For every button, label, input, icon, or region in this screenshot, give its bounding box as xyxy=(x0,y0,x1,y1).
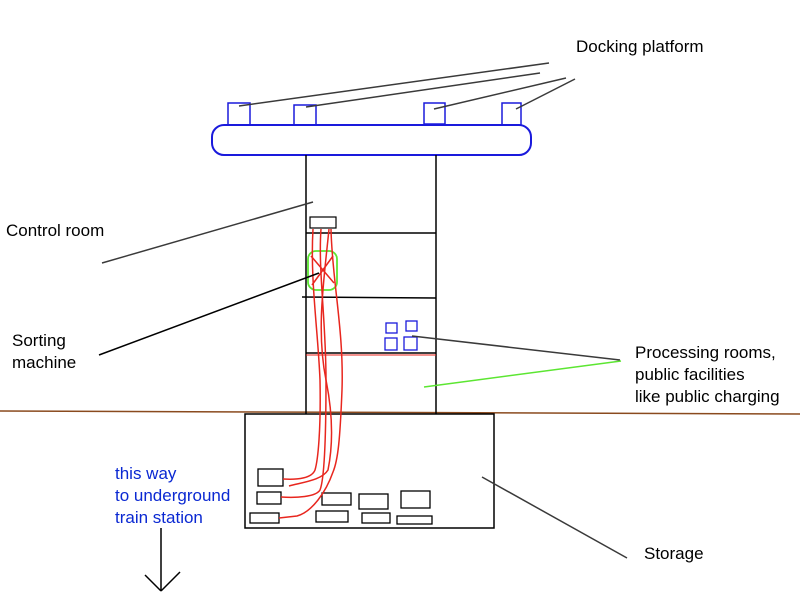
sorting-machine-cross-b xyxy=(311,255,334,286)
dock-port-2 xyxy=(293,104,317,126)
storage-bay-a1 xyxy=(257,468,284,487)
pointer-sorting-machine xyxy=(98,272,320,356)
label-sorting-machine-line-2: machine xyxy=(12,353,77,372)
label-processing-rooms: Processing rooms, public facilities like… xyxy=(635,342,780,408)
pointer-processing-boxes xyxy=(411,335,621,361)
pointer-dock-4 xyxy=(515,78,576,110)
label-sorting-machine-line-1: Sorting xyxy=(12,331,66,350)
processing-box-2 xyxy=(405,320,418,332)
conveyor-wires xyxy=(278,228,343,519)
processing-box-1 xyxy=(385,322,398,334)
wire-1 xyxy=(282,228,321,480)
label-control-room: Control room xyxy=(6,221,105,240)
wire-2 xyxy=(280,228,327,499)
storage-crate-3 xyxy=(400,490,431,509)
pointer-processing-area xyxy=(423,360,622,388)
storage-crate-4 xyxy=(315,510,349,523)
storage-crate-1 xyxy=(321,492,352,506)
processing-box-3 xyxy=(384,337,398,351)
pointer-dock-3 xyxy=(433,77,567,110)
label-docking-platform: Docking platform xyxy=(576,37,704,56)
wire-3 xyxy=(288,228,333,487)
pointer-control-room xyxy=(101,201,314,264)
label-train-station-line-3: train station xyxy=(115,508,203,527)
pointer-dock-1 xyxy=(238,62,550,107)
floor-sorting xyxy=(301,296,437,299)
dock-port-1 xyxy=(227,102,251,126)
dock-port-4 xyxy=(501,102,522,126)
storage-bay-a3 xyxy=(249,512,280,524)
label-processing-rooms-line-2: public facilities xyxy=(635,365,745,384)
down-arrow-icon xyxy=(144,528,181,592)
storage-crate-6 xyxy=(396,515,433,525)
control-console xyxy=(309,216,337,229)
ground-line xyxy=(0,410,800,415)
docking-platform xyxy=(211,124,532,156)
storage-room xyxy=(244,413,495,529)
label-train-station-line-2: to underground xyxy=(115,486,231,505)
pointer-dock-2 xyxy=(305,72,541,108)
label-processing-rooms-line-3: like public charging xyxy=(635,387,780,406)
storage-bay-a2 xyxy=(256,491,282,505)
storage-crate-2 xyxy=(358,493,389,510)
storage-crate-5 xyxy=(361,512,391,524)
wire-4 xyxy=(278,228,343,519)
dock-port-3 xyxy=(423,102,446,125)
label-processing-rooms-line-1: Processing rooms, xyxy=(635,343,776,362)
label-pointers xyxy=(98,62,628,559)
label-storage: Storage xyxy=(644,544,704,563)
label-sorting-machine: Sorting machine xyxy=(12,330,76,374)
pointer-storage xyxy=(481,476,628,559)
processing-box-4 xyxy=(403,336,418,351)
label-train-station-line-1: this way xyxy=(115,464,177,483)
label-train-station: this way to underground train station xyxy=(115,463,230,529)
